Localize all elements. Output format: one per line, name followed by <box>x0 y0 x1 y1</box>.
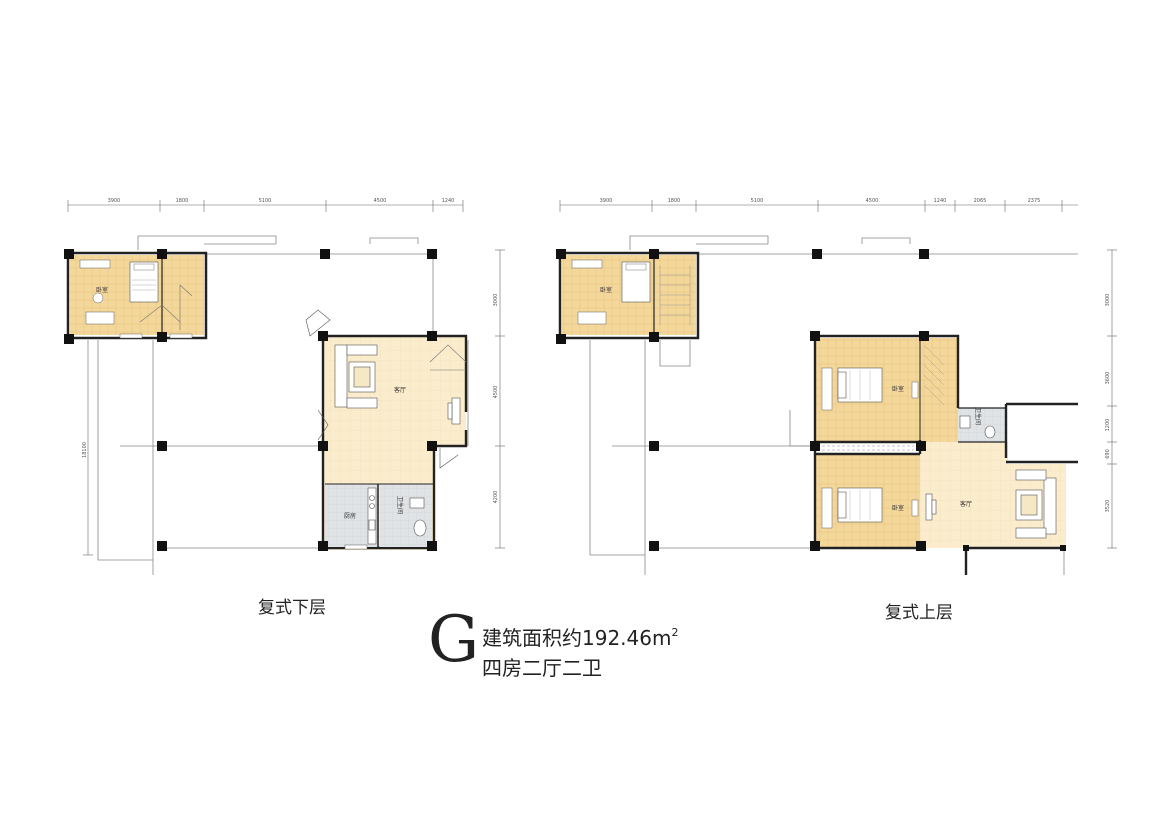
lower-dim-top-2: 1800 <box>176 198 189 204</box>
lower-dim-right-2: 4500 <box>493 386 499 399</box>
lower-columns <box>64 249 437 551</box>
lower-dim-right-1: 3000 <box>493 294 499 307</box>
lower-dimension-left <box>83 340 93 556</box>
lower-floor-plan: 3900 1800 5100 4500 1240 3000 4500 4200 … <box>64 198 505 575</box>
upper-living-tv <box>925 493 937 521</box>
lower-kitchen-fixtures <box>367 487 377 545</box>
upper-left-bedroom-bed <box>621 261 651 303</box>
lower-dim-right-3: 4200 <box>493 491 499 504</box>
layout-text: 四房二厅二卫 <box>482 656 602 680</box>
upper-dimension-right <box>1107 249 1117 549</box>
upper-dim-top-3: 5100 <box>751 198 764 204</box>
unit-type-letter: G <box>428 603 480 677</box>
lower-bath-label: 卫生间 <box>396 496 404 514</box>
upper-dim-top-5: 1240 <box>934 198 947 204</box>
upper-living-label: 客厅 <box>960 500 972 508</box>
lower-bedroom-label: 卧室 <box>96 286 108 294</box>
upper-living-floor <box>920 442 1008 548</box>
lower-bath-floor <box>380 484 432 547</box>
upper-dim-right-5: 3520 <box>1105 500 1111 513</box>
upper-bath-fixtures <box>959 415 996 439</box>
upper-living-sofa <box>1015 469 1057 539</box>
area-text: 建筑面积约192.46m2 <box>482 622 678 651</box>
lower-living-label: 客厅 <box>394 386 406 394</box>
lower-living-sofa <box>334 344 378 409</box>
lower-dim-top-1: 3900 <box>108 198 121 204</box>
lower-dimension-top <box>67 200 464 212</box>
upper-dim-right-3: 1200 <box>1105 419 1111 432</box>
area-superscript: 2 <box>671 626 679 639</box>
upper-left-bedroom-label: 卧室 <box>600 286 612 294</box>
upper-floor-caption: 复式上层 <box>885 603 953 623</box>
lower-floor-caption: 复式下层 <box>258 598 326 618</box>
lower-dim-top-3: 5100 <box>259 198 272 204</box>
upper-bedroom2-label: 卧室 <box>892 504 904 512</box>
lower-living-tv <box>447 397 461 425</box>
lower-kitchen-label: 厨房 <box>344 512 356 520</box>
upper-outline <box>589 235 1078 575</box>
lower-dim-left: 18100 <box>82 442 88 458</box>
upper-dim-top-4: 4500 <box>866 198 879 204</box>
lower-outline <box>97 235 469 575</box>
upper-dim-right-1: 3000 <box>1105 294 1111 307</box>
lower-stair-floor <box>162 255 204 335</box>
lower-dimension-right <box>495 249 505 549</box>
upper-dim-right-2: 3600 <box>1105 372 1111 385</box>
upper-bedroom1-label: 卧室 <box>892 385 904 393</box>
upper-dim-top-2: 1800 <box>668 198 681 204</box>
upper-dim-top-7: 2375 <box>1028 198 1041 204</box>
lower-bath-fixtures <box>409 497 427 537</box>
upper-columns <box>556 249 1066 551</box>
lower-bedroom-bed <box>129 261 159 303</box>
upper-dimension-top <box>559 200 1078 212</box>
upper-dim-top-1: 3900 <box>600 198 613 204</box>
upper-bath-label: 卫生间 <box>974 407 982 425</box>
upper-floor-plan: 3900 1800 5100 4500 1240 2065 2375 3000 … <box>556 198 1117 575</box>
upper-dim-right-4: 690 <box>1105 449 1111 459</box>
lower-stair-right <box>429 344 467 371</box>
upper-dim-top-6: 2065 <box>974 198 987 204</box>
upper-bedroom2-bed <box>837 487 883 523</box>
upper-bedroom1-bed <box>837 367 883 403</box>
lower-dim-top-4: 4500 <box>374 198 387 204</box>
area-label: 建筑面积约192.46m <box>482 626 672 650</box>
lower-dim-top-5: 1240 <box>442 198 455 204</box>
